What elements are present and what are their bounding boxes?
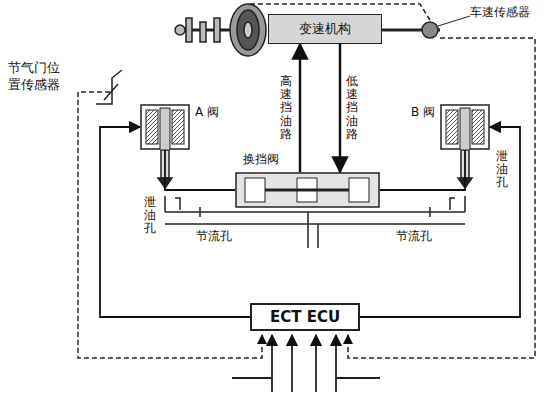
shape-outline — [140, 104, 190, 150]
ecu-input — [232, 335, 380, 392]
connector — [339, 44, 342, 172]
node-label: B 阀 — [411, 104, 435, 121]
solenoid-valve: A 阀 — [140, 104, 190, 150]
crankshaft — [175, 18, 232, 42]
part-label: 泄油孔 — [496, 150, 508, 190]
node-label: 换挡阀 — [243, 151, 279, 168]
connector — [100, 127, 250, 317]
part-label: 车速传感器 — [470, 4, 530, 21]
edge-label: 高速挡油路 — [280, 75, 292, 141]
throttle-sensor — [96, 70, 122, 104]
node-label: A 阀 — [195, 104, 219, 121]
torque-converter — [230, 4, 266, 56]
speed-sensor — [422, 22, 438, 38]
mechanism-box: 变速机构 — [268, 14, 382, 44]
connector — [299, 44, 302, 172]
part-label: 泄油孔 — [144, 196, 156, 236]
solenoid-valve: B 阀 — [440, 104, 490, 150]
node-label: 变速机构 — [299, 21, 351, 37]
connector — [380, 150, 465, 190]
part-label: 节流孔 — [396, 228, 432, 245]
oil-passage — [165, 207, 465, 248]
connector — [165, 150, 235, 190]
sensor-leader — [438, 16, 470, 26]
node-label: ECT ECU — [270, 308, 340, 326]
part-label: 节流孔 — [196, 228, 232, 245]
connector — [360, 127, 520, 317]
signal-wire — [78, 4, 535, 358]
shift-valve: 换挡阀 — [235, 172, 380, 208]
part-label: 节气门位 置传感器 — [8, 60, 66, 94]
shape-outline — [235, 172, 380, 208]
ecu-box: ECT ECU — [250, 303, 360, 331]
shape-outline — [440, 104, 490, 150]
edge-label: 低速挡油路 — [346, 75, 358, 141]
